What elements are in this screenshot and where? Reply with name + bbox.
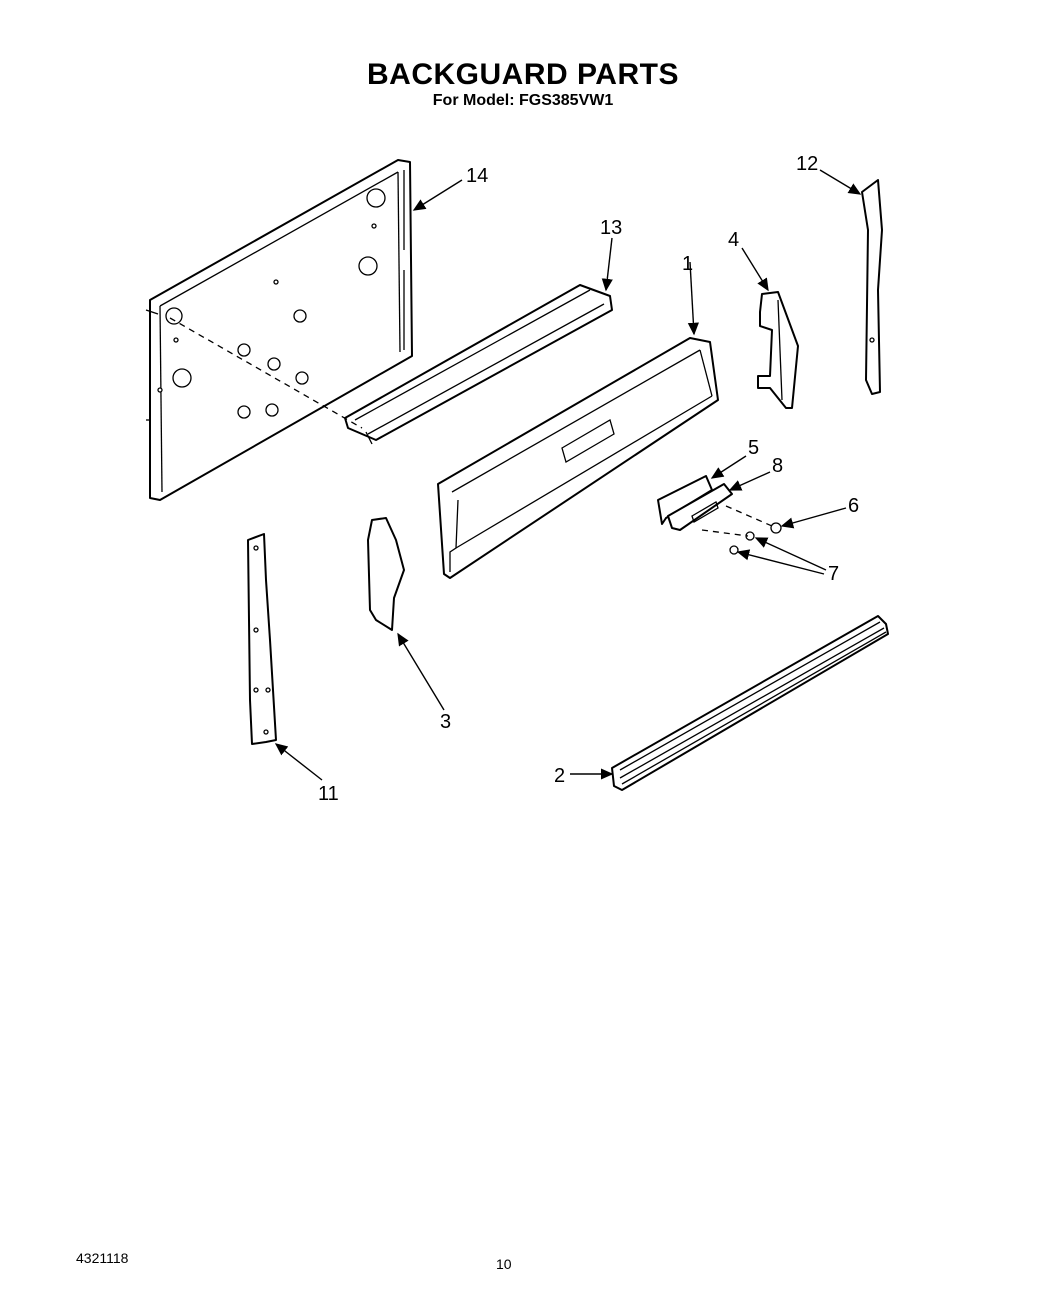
leader-4 — [741, 247, 769, 292]
leader-5 — [710, 455, 747, 479]
part-4-right-end-cap[interactable] — [757, 291, 799, 409]
part-1-control-panel[interactable] — [437, 337, 719, 579]
part-2-trim-strip[interactable] — [611, 615, 889, 791]
alignment-line-mount-to-spacer — [701, 529, 749, 537]
document-number: 4321118 — [76, 1250, 129, 1266]
part-14-rear-panel[interactable] — [145, 159, 413, 501]
part-12-right-side-trim[interactable] — [861, 179, 883, 395]
callout-12: 12 — [796, 153, 818, 175]
leader-8 — [728, 471, 771, 491]
callout-5: 5 — [748, 437, 759, 459]
callout-4: 4 — [728, 229, 739, 251]
page-number: 10 — [496, 1256, 512, 1272]
alignment-line-panel-to-channel — [169, 317, 363, 429]
part-8-switch-mount[interactable] — [667, 483, 733, 531]
leader-6 — [780, 507, 847, 529]
part-13-support-channel[interactable] — [344, 284, 613, 445]
callout-6: 6 — [848, 495, 859, 517]
part-6-button[interactable] — [770, 522, 782, 534]
leader-11 — [274, 743, 323, 781]
callout-13: 13 — [600, 217, 622, 239]
callout-14: 14 — [466, 165, 488, 187]
leader-7b — [736, 549, 825, 575]
leader-3 — [397, 632, 445, 711]
callout-3: 3 — [440, 711, 451, 733]
leader-14 — [412, 179, 463, 211]
callout-2: 2 — [554, 765, 565, 787]
part-3-left-end-cap[interactable] — [367, 517, 405, 631]
part-7-spacers[interactable] — [729, 531, 755, 555]
callout-8: 8 — [772, 455, 783, 477]
page-title: BACKGUARD PARTS — [367, 58, 679, 91]
leader-12 — [819, 169, 862, 195]
callout-7: 7 — [828, 563, 839, 585]
part-11-left-side-trim[interactable] — [247, 533, 277, 745]
model-subtitle: For Model: FGS385VW1 — [432, 92, 614, 109]
leader-1 — [687, 261, 699, 336]
leader-13 — [601, 237, 613, 292]
callout-11: 11 — [318, 783, 339, 805]
callout-1: 1 — [682, 253, 693, 275]
alignment-line-mount-to-button — [725, 505, 773, 527]
leader-7a — [754, 537, 827, 571]
